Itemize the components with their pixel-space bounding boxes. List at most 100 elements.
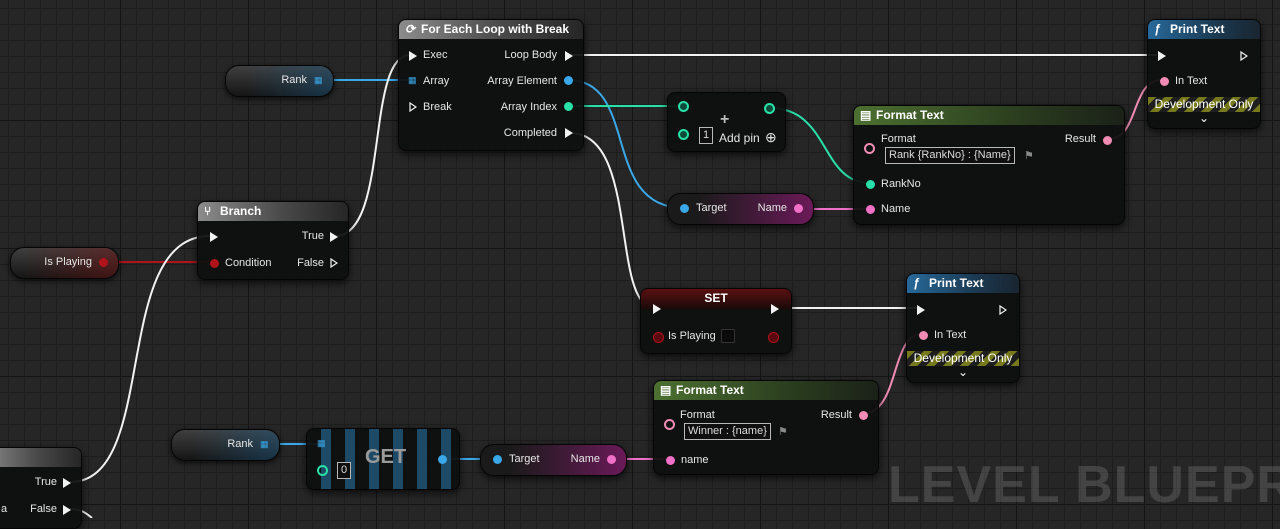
false-label: False: [30, 503, 57, 515]
add-node[interactable]: + 1 Add pin ⊕: [667, 92, 786, 152]
in-text-pin[interactable]: [1160, 77, 1169, 86]
array-in-pin[interactable]: ▦: [317, 438, 326, 448]
exec-in-pin[interactable]: [210, 232, 218, 242]
is-playing-checkbox[interactable]: [721, 329, 735, 343]
branch-node-partial[interactable]: True a False: [0, 447, 82, 529]
node-title: Format Text: [676, 383, 744, 397]
loop-body-label: Loop Body: [504, 49, 557, 61]
node-header: ▤Format Text: [654, 381, 878, 400]
target-label: Target: [509, 453, 540, 465]
node-title: Print Text: [1170, 22, 1225, 36]
chevron-down-icon[interactable]: ⌄: [1198, 111, 1210, 125]
node-title: Branch: [220, 204, 262, 218]
rank-array-pin[interactable]: ▦: [260, 439, 269, 449]
item-out-pin[interactable]: [438, 455, 447, 464]
is-playing-pin[interactable]: [99, 258, 108, 267]
add-pin-label[interactable]: Add pin: [719, 131, 760, 145]
name-pin[interactable]: [866, 205, 875, 214]
name-out-pin[interactable]: [607, 455, 616, 464]
loop-icon: ⟳: [405, 22, 416, 36]
get-title: GET: [365, 446, 407, 468]
format-text-icon: ▤: [860, 108, 872, 122]
branch-icon: ⑂: [204, 204, 212, 218]
in-text-label: In Text: [1175, 75, 1208, 87]
target-label: Target: [696, 202, 727, 214]
array-index-label: Array Index: [500, 101, 557, 113]
target-pin[interactable]: [493, 455, 502, 464]
rank-variable-node[interactable]: Rank ▦: [225, 65, 334, 97]
condition-label: Condition: [225, 257, 272, 269]
break-pin[interactable]: [409, 102, 417, 112]
name-label: name: [681, 454, 709, 466]
is-playing-variable-node[interactable]: Is Playing: [10, 247, 119, 279]
wire-completed-to-set: [569, 132, 656, 309]
for-each-loop-node[interactable]: ⟳For Each Loop with Break Exec ▦ Array B…: [398, 19, 584, 151]
true-pin[interactable]: [330, 232, 338, 242]
array-label: Array: [423, 75, 450, 87]
is-playing-in-pin[interactable]: [653, 332, 664, 343]
break-label: Break: [423, 101, 452, 113]
array-element-label: Array Element: [487, 75, 557, 87]
condition-pin[interactable]: [210, 259, 219, 268]
is-playing-label: Is Playing: [44, 256, 92, 268]
pin-count-box[interactable]: 1: [699, 127, 714, 144]
rank-array-pin[interactable]: ▦: [314, 75, 323, 85]
format-input[interactable]: Winner : {name}: [684, 423, 771, 440]
branch-node[interactable]: ⑂Branch Condition True False: [197, 201, 349, 280]
input-b-pin[interactable]: [678, 129, 689, 140]
array-index-pin[interactable]: [564, 102, 573, 111]
index-input[interactable]: 0: [337, 462, 352, 479]
exec-out-pin[interactable]: [999, 305, 1007, 315]
true-label: True: [301, 230, 324, 242]
exec-in-pin[interactable]: [653, 304, 661, 314]
format-text-node[interactable]: ▤Format Text Format Rank {RankNo} : {Nam…: [853, 105, 1125, 225]
in-text-pin[interactable]: [919, 331, 928, 340]
name-label: Name: [881, 203, 911, 215]
false-pin[interactable]: [330, 258, 338, 268]
exec-in-pin[interactable]: [917, 305, 925, 315]
array-element-pin[interactable]: [564, 76, 573, 85]
get-node[interactable]: ▦ 0 GET: [306, 428, 460, 490]
name-getter-node[interactable]: Target Name: [667, 193, 814, 225]
index-pin[interactable]: [317, 465, 328, 476]
exec-in-pin[interactable]: [409, 51, 417, 61]
chevron-down-icon[interactable]: ⌄: [957, 365, 969, 379]
input-a-pin[interactable]: [678, 101, 689, 112]
format-input[interactable]: Rank {RankNo} : {Name}: [885, 147, 1015, 164]
function-icon: ƒ: [913, 276, 920, 290]
result-pin[interactable]: [859, 411, 868, 420]
true-label: True: [34, 476, 57, 488]
result-pin[interactable]: [1103, 136, 1112, 145]
set-node[interactable]: SET Is Playing: [640, 288, 792, 354]
exec-in-pin[interactable]: [1158, 51, 1166, 61]
node-header: ▤Format Text: [854, 106, 1124, 125]
output-pin[interactable]: [764, 103, 775, 114]
flag-icon[interactable]: ⚑: [1024, 150, 1034, 162]
loop-body-pin[interactable]: [565, 51, 573, 61]
false-pin[interactable]: [63, 505, 71, 515]
rankno-pin[interactable]: [866, 180, 875, 189]
completed-pin[interactable]: [565, 128, 573, 138]
format-pin[interactable]: [664, 419, 675, 430]
target-pin[interactable]: [680, 204, 689, 213]
rank-variable-node[interactable]: Rank ▦: [171, 429, 280, 461]
add-pin-icon[interactable]: ⊕: [765, 129, 777, 145]
is-playing-out-pin[interactable]: [768, 332, 779, 343]
rank-label: Rank: [227, 438, 253, 450]
node-header: ⟳For Each Loop with Break: [399, 20, 583, 39]
name-pin[interactable]: [666, 456, 675, 465]
exec-out-pin[interactable]: [771, 304, 779, 314]
format-pin[interactable]: [864, 143, 875, 154]
exec-out-pin[interactable]: [1240, 51, 1248, 61]
array-pin-icon[interactable]: ▦: [408, 75, 417, 85]
flag-icon[interactable]: ⚑: [778, 426, 788, 438]
name-getter-node[interactable]: Target Name: [480, 444, 627, 476]
development-only-banner: Development Only: [907, 351, 1019, 366]
format-label: Format: [680, 409, 715, 421]
true-pin[interactable]: [63, 478, 71, 488]
format-text-node[interactable]: ▤Format Text Format Winner : {name} ⚑ Re…: [653, 380, 879, 475]
name-out-pin[interactable]: [794, 204, 803, 213]
